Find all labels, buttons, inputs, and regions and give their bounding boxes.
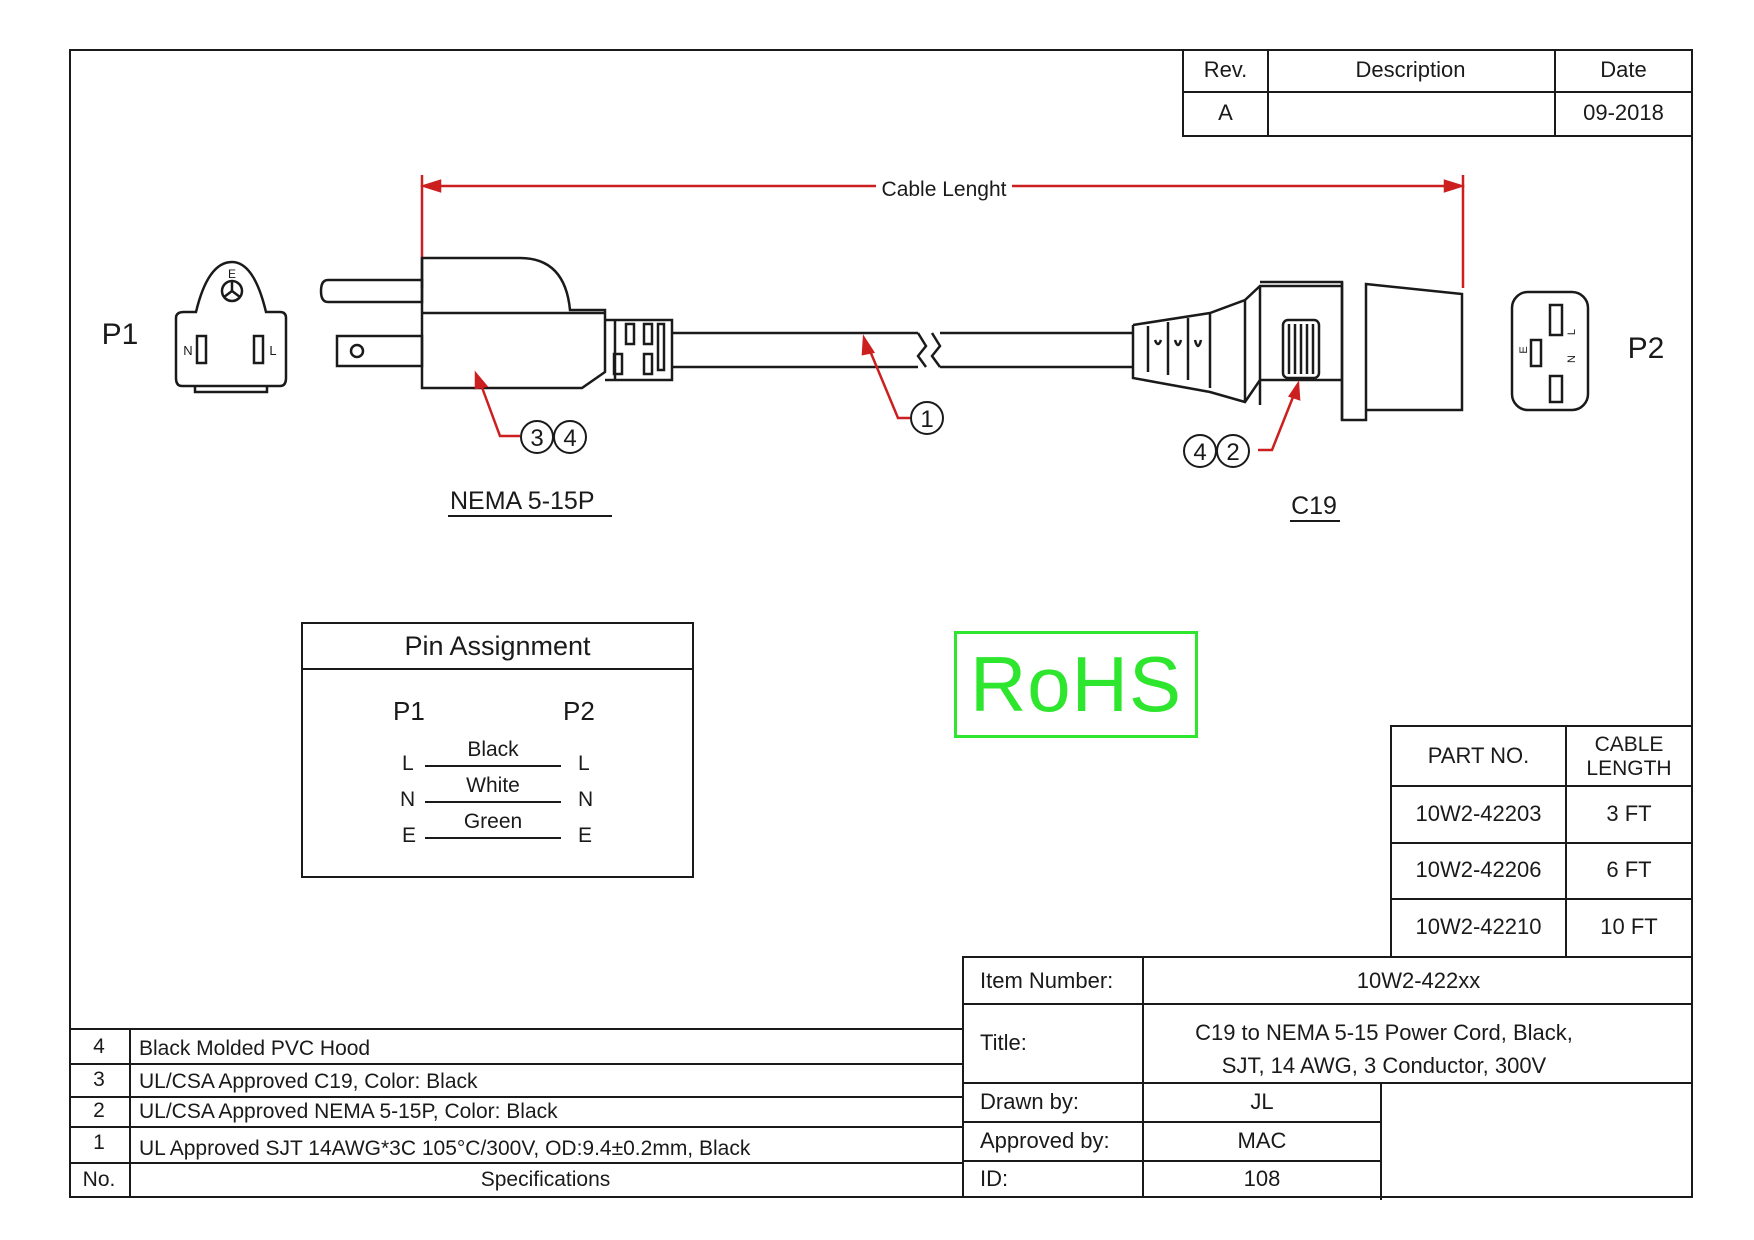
connector-left-name: NEMA 5-15P <box>450 487 595 515</box>
pin-row-right: E <box>578 824 593 847</box>
approved-by-label: Approved by: <box>980 1127 1110 1153</box>
pin-row-left: N <box>400 788 416 811</box>
wire-line <box>425 801 561 803</box>
callout-balloons <box>520 401 1250 468</box>
p1-l-mark: L <box>269 343 276 358</box>
part-row-number: 10W2-42210 <box>1415 914 1542 939</box>
p2-label: P2 <box>1628 332 1665 365</box>
spec-row-no: 4 <box>93 1034 105 1058</box>
item-number-value: 10W2-422xx <box>1356 967 1481 993</box>
pin-assignment-title: Pin Assignment <box>404 630 591 661</box>
part-row-length: 10 FT <box>1600 914 1658 939</box>
description-header: Description <box>1355 57 1466 82</box>
drawn-by-value: JL <box>1250 1088 1274 1114</box>
spec-col-spec: Specifications <box>480 1168 611 1191</box>
spec-row-no: 2 <box>93 1099 105 1122</box>
rohs-label: RoHS <box>969 640 1183 728</box>
pin-row-wire: Black <box>467 738 519 761</box>
approved-by-value: MAC <box>1237 1127 1287 1153</box>
cable-length-header: CABLE LENGTH <box>1565 733 1693 781</box>
cable-length-label: Cable Lenght <box>882 178 1007 201</box>
item-number-label: Item Number: <box>980 967 1114 993</box>
callout-right-b: 2 <box>1226 439 1239 466</box>
revision-table: Rev. Description Date A 09-2018 <box>1182 49 1693 137</box>
title-value: C19 to NEMA 5-15 Power Cord, Black, SJT,… <box>1144 1016 1624 1082</box>
id-value: 108 <box>1243 1166 1281 1191</box>
p1-e-mark: E <box>228 267 236 281</box>
cable <box>672 331 1133 369</box>
part-row-number: 10W2-42206 <box>1415 857 1542 882</box>
p1-label: P1 <box>102 318 139 351</box>
c19-connector <box>1131 280 1464 422</box>
spec-row-no: 1 <box>93 1131 105 1154</box>
pin-col-p1: P1 <box>393 696 425 726</box>
specifications-table: 4 Black Molded PVC Hood 3 UL/CSA Approve… <box>69 1028 962 1198</box>
cable-length-header-line1: CABLE <box>1594 733 1664 756</box>
rohs-mark: RoHS <box>954 631 1198 738</box>
pin-assignment-table: Pin Assignment P1 P2 L Black L N White N… <box>301 622 694 878</box>
spec-row-no: 3 <box>93 1067 105 1091</box>
wire-line <box>425 765 561 767</box>
rev-header: Rev. <box>1203 57 1248 82</box>
date-value: 09-2018 <box>1583 100 1664 125</box>
part-row-length: 3 FT <box>1606 800 1652 826</box>
p1-face-view <box>174 260 288 394</box>
title-label: Title: <box>980 1029 1027 1055</box>
pin-row-left: E <box>402 824 417 847</box>
pin-col-p2: P2 <box>563 696 595 726</box>
callout-leaders <box>474 334 1301 452</box>
spec-row-text: UL Approved SJT 14AWG*3C 105°C/300V, OD:… <box>139 1137 751 1160</box>
date-header: Date <box>1600 57 1647 82</box>
part-no-header: PART NO. <box>1427 743 1530 768</box>
callout-left-b: 4 <box>563 425 576 452</box>
pin-row-wire: Green <box>463 810 523 833</box>
drawn-by-label: Drawn by: <box>980 1088 1080 1114</box>
p2-e-mark: E <box>1518 346 1530 353</box>
nema-plug <box>319 256 674 390</box>
part-row-number: 10W2-42203 <box>1415 800 1542 826</box>
rev-value: A <box>1218 100 1233 125</box>
p2-l-mark: L <box>1566 329 1578 335</box>
title-line-1: C19 to NEMA 5-15 Power Cord, Black, <box>1195 1020 1573 1045</box>
cable-length-header-line2: LENGTH <box>1586 757 1672 780</box>
p2-face-view <box>1510 290 1590 412</box>
pin-row-wire: White <box>466 774 520 797</box>
callout-cable: 1 <box>920 406 933 433</box>
title-block: Item Number: 10W2-422xx Title: C19 to NE… <box>962 956 1693 1200</box>
spec-row-text: UL/CSA Approved C19, Color: Black <box>139 1069 478 1093</box>
part-row-length: 6 FT <box>1606 857 1652 882</box>
id-label: ID: <box>980 1166 1009 1191</box>
spec-row-text: UL/CSA Approved NEMA 5-15P, Color: Black <box>139 1100 558 1123</box>
spec-row-text: Black Molded PVC Hood <box>139 1036 371 1060</box>
callout-left-a: 3 <box>530 425 543 452</box>
p1-n-mark: N <box>183 343 192 358</box>
pin-row-left: L <box>402 752 414 775</box>
pin-row-right: N <box>578 788 594 811</box>
cable-length-dimension <box>419 175 1466 288</box>
p2-n-mark: N <box>1566 355 1578 363</box>
drawing-frame <box>69 49 1693 1198</box>
connector-right-name: C19 <box>1291 492 1337 520</box>
spec-col-no: No. <box>82 1168 116 1191</box>
callout-right-a: 4 <box>1193 439 1206 466</box>
title-line-2: SJT, 14 AWG, 3 Conductor, 300V <box>1221 1053 1547 1078</box>
part-number-table: PART NO. CABLE LENGTH 10W2-42203 3 FT 10… <box>1390 725 1693 956</box>
wire-line <box>425 837 561 839</box>
pin-row-right: L <box>578 752 590 775</box>
